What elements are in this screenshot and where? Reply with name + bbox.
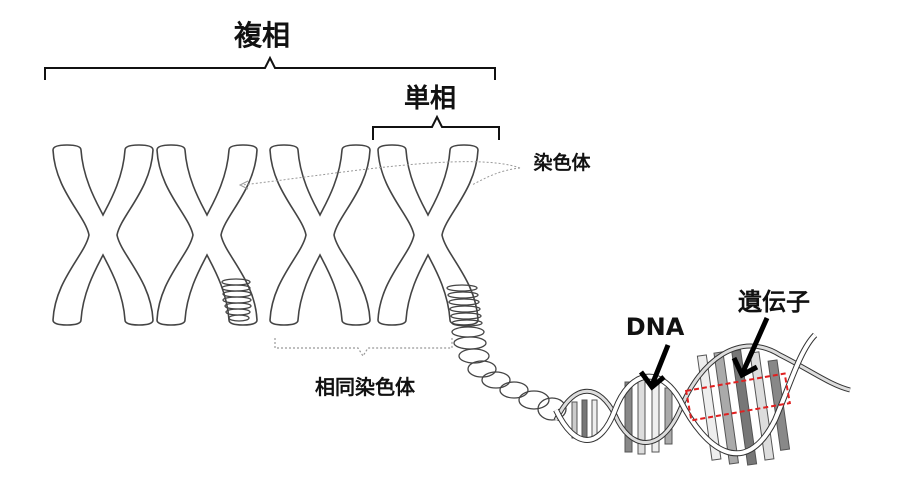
chromosome-1 [52,144,154,326]
chromosome-pointer-2 [471,167,521,186]
gene-arrow [731,316,770,379]
diploid-bracket [44,55,496,80]
homologous-chromosomes-label: 相同染色体 [315,375,415,399]
chromatin-coil-1 [221,278,252,322]
chromosome-3 [269,144,371,326]
chromosome-label: 染色体 [533,152,591,174]
dna-arrow [638,344,671,391]
homologous-bracket [274,338,453,358]
chromosome-pointer-1 [241,161,521,186]
chromatin-coil-2 [446,284,567,421]
diploid-label: 複相 [233,19,291,52]
haploid-label: 単相 [403,84,457,114]
gene-highlight-box [684,372,792,422]
chromosome-2 [156,144,258,326]
dna-label: DNA [625,313,685,341]
gene-label: 遺伝子 [738,288,810,316]
haploid-bracket [372,114,500,140]
dna-helix [553,332,851,466]
